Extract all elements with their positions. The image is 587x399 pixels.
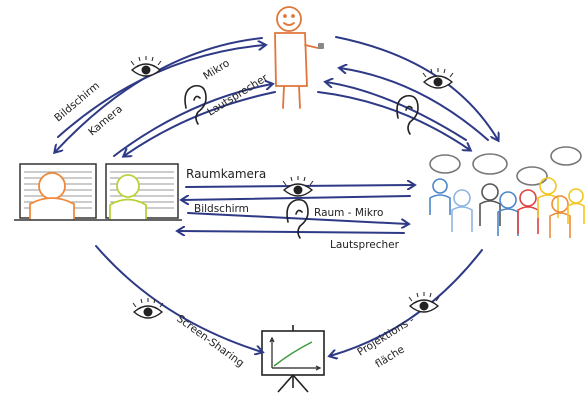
- label-bildschirm-mid: Bildschirm: [194, 203, 249, 215]
- classroom-students: [429, 146, 585, 238]
- label-kamera-top: Kamera: [86, 103, 125, 138]
- label-mikro-top: Mikro: [201, 57, 232, 82]
- label-raum-mikro: Raum - Mikro: [314, 207, 383, 219]
- teacher-figure: [274, 6, 319, 109]
- eye-icon: [422, 68, 454, 89]
- eye-icon: [408, 292, 440, 313]
- projection-screen: [261, 325, 325, 393]
- eye-icon: [282, 176, 314, 197]
- microphone-icon: [318, 43, 324, 49]
- ear-icon: [286, 198, 309, 239]
- eye-icon: [130, 56, 162, 77]
- ear-icon: [396, 94, 419, 135]
- label-raumkamera: Raumkamera: [186, 167, 266, 181]
- label-screen-sharing: Screen-Sharing: [174, 313, 246, 370]
- remote-student-screen-1: [14, 163, 100, 221]
- label-lautsprecher-mid: Lautsprecher: [330, 239, 400, 251]
- remote-student-screen-2: [100, 163, 182, 221]
- eye-icon: [132, 298, 164, 319]
- label-bildschirm-top: Bildschirm: [52, 80, 102, 124]
- ear-icon: [184, 84, 207, 125]
